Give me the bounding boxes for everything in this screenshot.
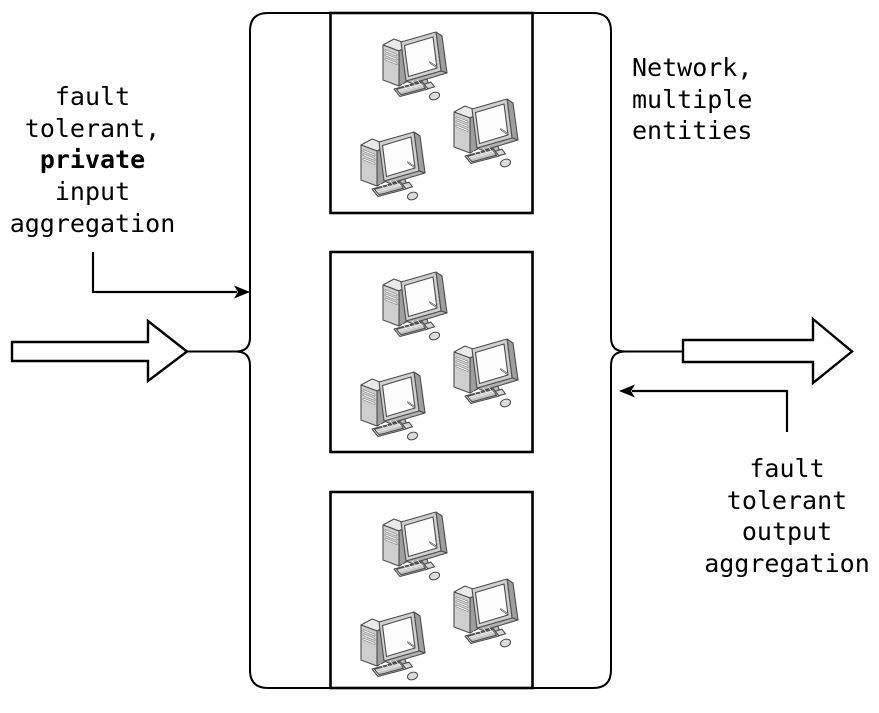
label-line: tolerant,: [24, 113, 161, 143]
label-line: output: [741, 517, 833, 547]
network-boundary: [187, 12, 683, 689]
label-line: aggregation: [704, 549, 870, 579]
label-line: input: [54, 177, 131, 207]
output-flow-arrow: [681, 316, 854, 386]
label-line: aggregation: [9, 208, 176, 238]
input-annotation-arrow: [91, 252, 250, 299]
input-annotation-label: fault tolerant, private input aggregatio…: [0, 81, 185, 240]
network-label: Network, multiple entities: [632, 52, 752, 147]
label-line: fault: [54, 82, 131, 111]
output-annotation-label: fault tolerant output aggregation: [699, 453, 875, 580]
label-line: multiple: [632, 84, 753, 114]
label-line: Network,: [632, 53, 753, 82]
label-line: private: [39, 145, 146, 175]
output-annotation-arrow: [619, 384, 789, 432]
label-line: fault: [749, 454, 825, 483]
label-line: tolerant: [726, 485, 848, 515]
input-flow-arrow: [10, 318, 189, 384]
label-line: entities: [632, 116, 753, 146]
